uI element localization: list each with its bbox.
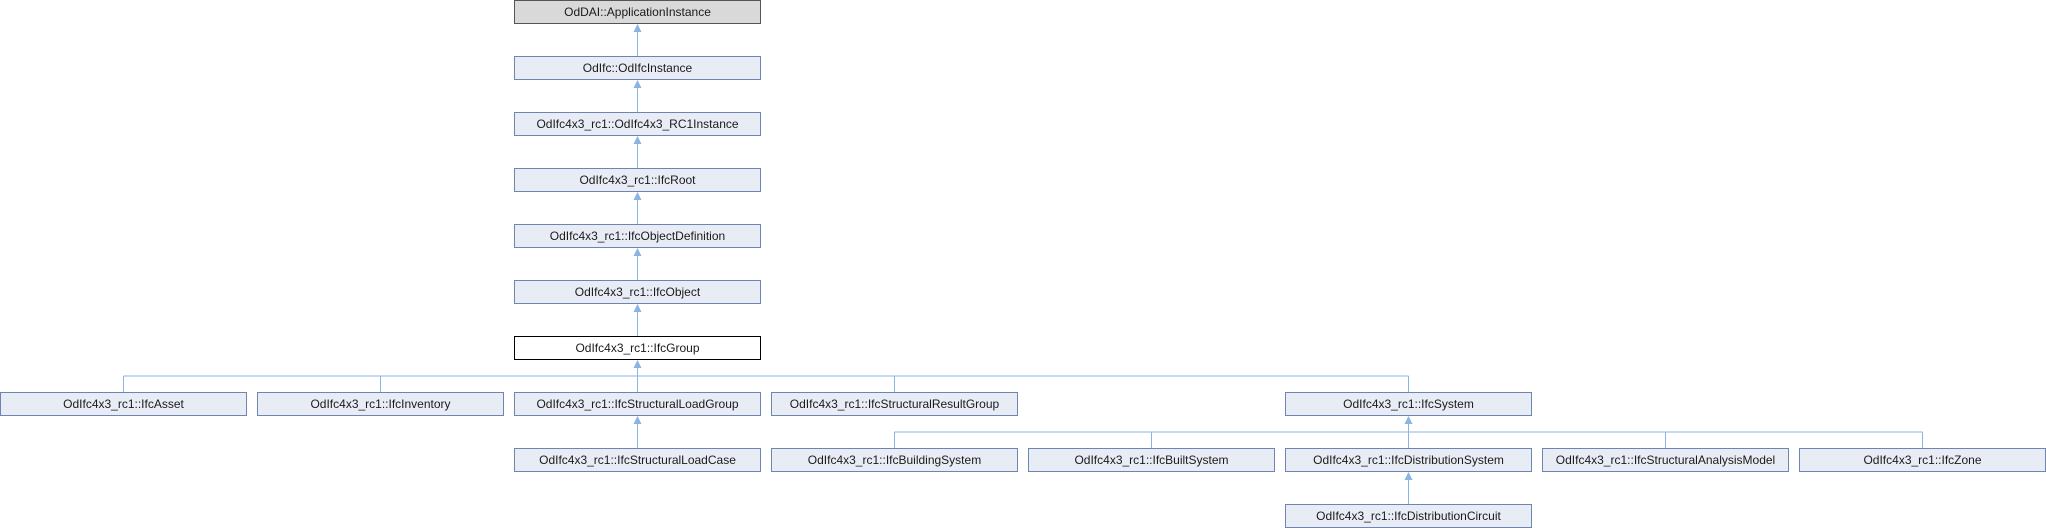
node-ifc-object[interactable]: OdIfc4x3_rc1::IfcObject xyxy=(514,280,761,304)
node-ifc-structural-load-group[interactable]: OdIfc4x3_rc1::IfcStructuralLoadGroup xyxy=(514,392,761,416)
node-ifc-inventory[interactable]: OdIfc4x3_rc1::IfcInventory xyxy=(257,392,504,416)
node-ifc-building-system[interactable]: OdIfc4x3_rc1::IfcBuildingSystem xyxy=(771,448,1018,472)
node-ifc-group: OdIfc4x3_rc1::IfcGroup xyxy=(514,336,761,360)
node-rc1-instance[interactable]: OdIfc4x3_rc1::OdIfc4x3_RC1Instance xyxy=(514,112,761,136)
node-ifc-distribution-system[interactable]: OdIfc4x3_rc1::IfcDistributionSystem xyxy=(1285,448,1532,472)
node-ifc-structural-load-case[interactable]: OdIfc4x3_rc1::IfcStructuralLoadCase xyxy=(514,448,761,472)
node-odifc-instance[interactable]: OdIfc::OdIfcInstance xyxy=(514,56,761,80)
node-ifc-asset[interactable]: OdIfc4x3_rc1::IfcAsset xyxy=(0,392,247,416)
node-ifc-distribution-circuit[interactable]: OdIfc4x3_rc1::IfcDistributionCircuit xyxy=(1285,504,1532,528)
node-ifc-structural-result-group[interactable]: OdIfc4x3_rc1::IfcStructuralResultGroup xyxy=(771,392,1018,416)
node-ifc-root[interactable]: OdIfc4x3_rc1::IfcRoot xyxy=(514,168,761,192)
node-ifc-structural-analysis-model[interactable]: OdIfc4x3_rc1::IfcStructuralAnalysisModel xyxy=(1542,448,1789,472)
node-ifc-system[interactable]: OdIfc4x3_rc1::IfcSystem xyxy=(1285,392,1532,416)
node-application-instance[interactable]: OdDAI::ApplicationInstance xyxy=(514,0,761,24)
node-ifc-built-system[interactable]: OdIfc4x3_rc1::IfcBuiltSystem xyxy=(1028,448,1275,472)
node-ifc-zone[interactable]: OdIfc4x3_rc1::IfcZone xyxy=(1799,448,2046,472)
node-ifc-object-definition[interactable]: OdIfc4x3_rc1::IfcObjectDefinition xyxy=(514,224,761,248)
